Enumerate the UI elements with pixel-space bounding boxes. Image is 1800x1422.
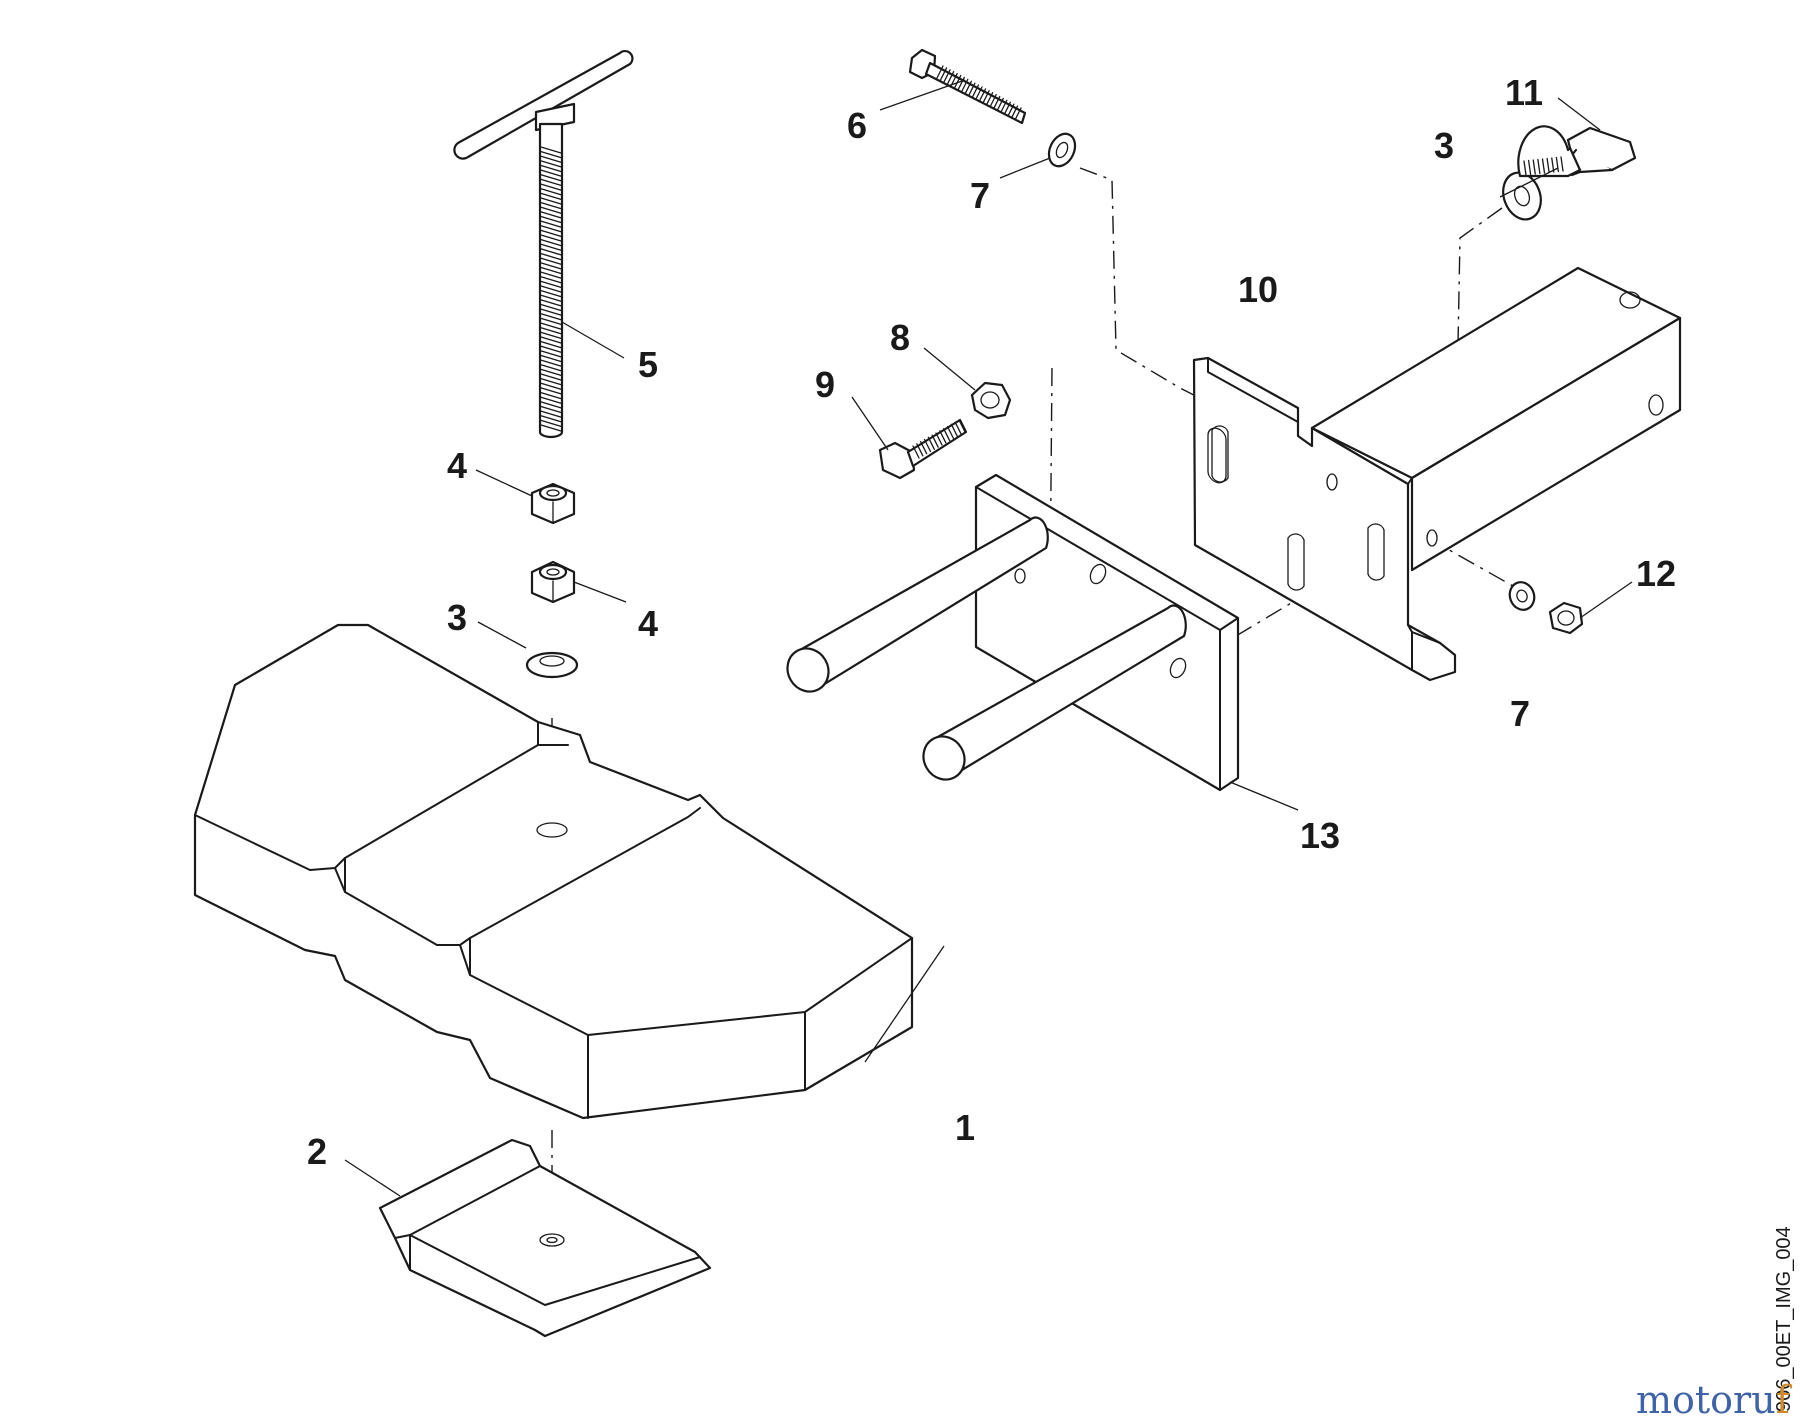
watermark-main: motoru <box>1636 1378 1776 1422</box>
callout-9: 9 <box>815 364 835 405</box>
hex-nut-lower <box>530 560 576 604</box>
callout-7-top: 7 <box>970 175 990 216</box>
washer-top <box>1047 132 1077 168</box>
callout-6: 6 <box>847 105 867 146</box>
callout-4-upper: 4 <box>447 445 467 486</box>
pin-mounting-plate <box>786 473 1240 792</box>
callout-7-right: 7 <box>1510 693 1530 734</box>
callout-3-right: 3 <box>1434 125 1454 166</box>
callout-5: 5 <box>638 344 658 385</box>
image-code: 906_00ET_IMG_004 <box>1773 1226 1795 1412</box>
callout-3-left: 3 <box>447 597 467 638</box>
callout-13: 13 <box>1300 815 1340 856</box>
callout-labels: 1 2 3 3 4 4 5 6 7 7 8 9 10 11 12 13 <box>307 72 1676 1172</box>
tube-bracket <box>1192 266 1682 682</box>
callout-4-lower: 4 <box>638 603 658 644</box>
callout-1: 1 <box>955 1107 975 1148</box>
hex-nut-12 <box>1548 601 1584 635</box>
screw-thread <box>540 146 562 432</box>
washer-small-right <box>1508 581 1536 611</box>
t-handle-screw <box>453 50 634 439</box>
watermark-accent: f <box>1775 1378 1790 1422</box>
hex-bolt-9 <box>878 418 968 480</box>
hex-nut-8 <box>970 381 1012 420</box>
callout-8: 8 <box>890 317 910 358</box>
hex-nut-upper <box>530 482 576 525</box>
callout-2: 2 <box>307 1131 327 1172</box>
callout-11: 11 <box>1505 72 1543 113</box>
hex-bolt-11 <box>1517 125 1637 178</box>
long-bolt <box>908 48 1027 125</box>
callout-12: 12 <box>1636 553 1676 594</box>
watermark-logo: motoruf <box>1636 1378 1790 1422</box>
leader-lines <box>344 79 1633 1197</box>
washer-right <box>1502 171 1542 221</box>
washer-left <box>525 651 579 679</box>
callout-10: 10 <box>1238 269 1278 310</box>
skid-plate <box>378 1138 712 1338</box>
weight-block <box>193 623 914 1120</box>
